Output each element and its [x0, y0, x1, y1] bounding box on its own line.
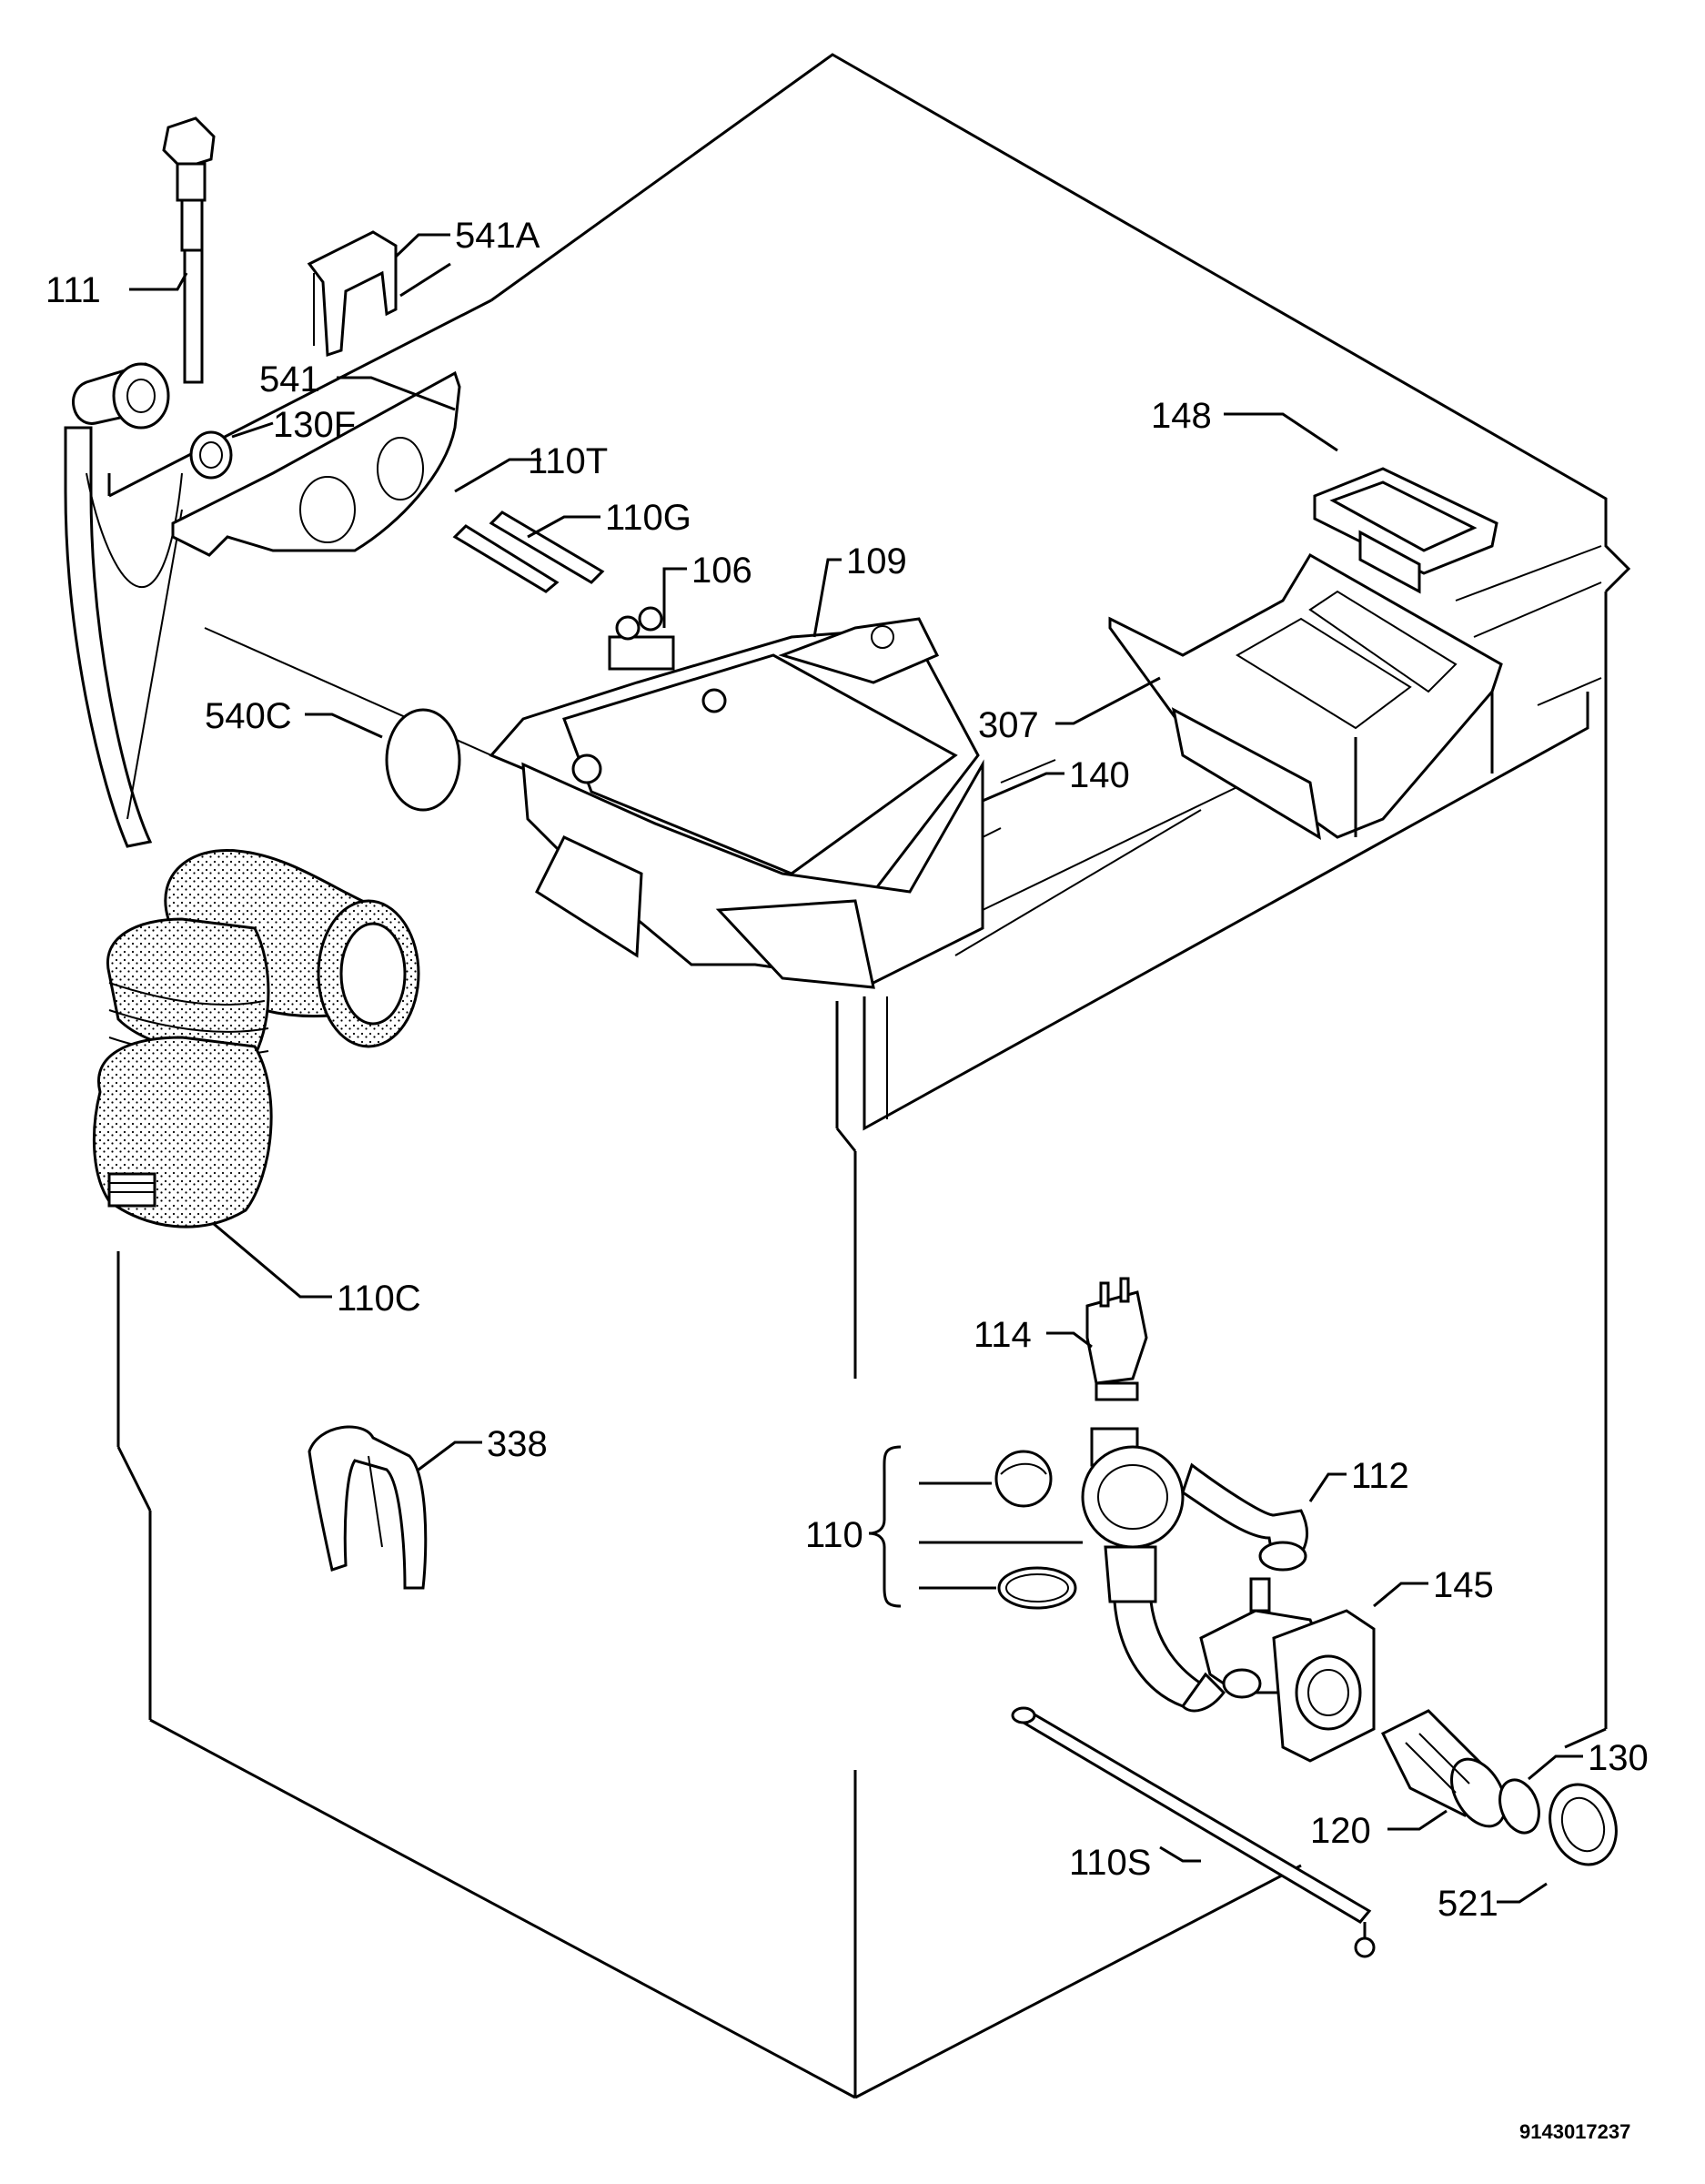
label-541: 541 — [259, 359, 320, 399]
label-521: 521 — [1438, 1884, 1498, 1924]
cabinet-outline — [107, 53, 1631, 2099]
dispenser-housing-109-140 — [489, 617, 984, 989]
part-labels: 111 541A 541 130F 110T 110G 106 109 148 … — [45, 216, 1649, 2143]
valve-106 — [608, 606, 675, 671]
label-110t: 110T — [528, 441, 608, 481]
label-114: 114 — [974, 1315, 1032, 1355]
label-110c: 110C — [337, 1279, 421, 1319]
pressure-switch-114 — [1085, 1277, 1148, 1401]
ring-130 — [1498, 1778, 1540, 1835]
label-130f: 130F — [273, 405, 356, 445]
hose-112 — [1181, 1462, 1309, 1572]
drawing-number: 9143017237 — [1519, 2120, 1630, 2143]
label-110s: 110S — [1069, 1843, 1151, 1883]
tubes-110t-110g — [452, 511, 605, 593]
filter-130f — [189, 430, 233, 480]
label-338: 338 — [487, 1424, 548, 1464]
drawer-307 — [1108, 552, 1503, 840]
bracket-541 — [171, 370, 461, 557]
clip-541a — [307, 230, 398, 358]
label-109: 109 — [846, 541, 907, 581]
label-145: 145 — [1433, 1565, 1494, 1605]
label-130: 130 — [1588, 1738, 1649, 1778]
drawer-handle-148 — [1313, 467, 1498, 594]
clip-338 — [308, 1425, 428, 1590]
label-110g: 110G — [605, 498, 691, 538]
sump-assembly-110 — [994, 1427, 1226, 1713]
label-148: 148 — [1151, 396, 1212, 436]
label-307: 307 — [978, 705, 1039, 745]
label-106: 106 — [691, 551, 752, 591]
drain-tube-110s — [1011, 1706, 1376, 1958]
leader-lines — [129, 233, 1583, 1904]
filter-120 — [1380, 1709, 1507, 1828]
label-140: 140 — [1069, 755, 1130, 795]
pump-housing-145 — [1199, 1577, 1376, 1763]
cap-521 — [1549, 1783, 1618, 1866]
label-541a: 541A — [455, 216, 540, 256]
label-112: 112 — [1351, 1456, 1409, 1496]
label-120: 120 — [1310, 1811, 1371, 1851]
label-540c: 540C — [205, 696, 292, 736]
bellows-hose-110c — [92, 848, 420, 1228]
label-110: 110 — [805, 1515, 863, 1555]
label-111: 111 — [45, 270, 101, 310]
ring-540c — [385, 708, 461, 812]
inlet-hose-111 — [64, 116, 216, 848]
